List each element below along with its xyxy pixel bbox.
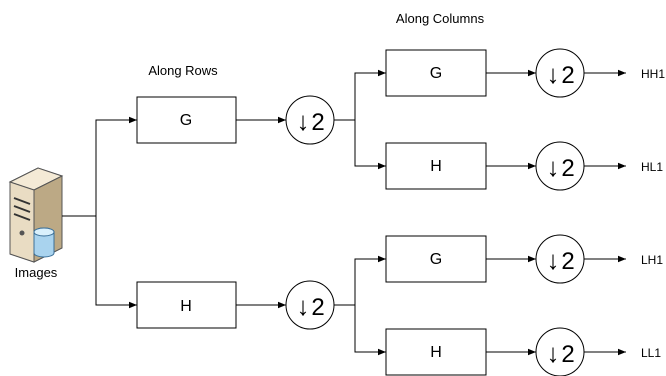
output-ll1-label: LL1 (641, 346, 661, 360)
col-g2-downsampler: ↓ 2 (535, 234, 585, 284)
col-h1-filter-box (385, 142, 487, 190)
col-h2-downsampler: ↓ 2 (535, 327, 585, 376)
row-h-downsampler: ↓ 2 (285, 280, 335, 330)
output-hh1-label: HH1 (641, 67, 665, 81)
downsample-arrow-glyph: ↓ (547, 338, 560, 368)
col-h1-filter-label: H (430, 158, 442, 175)
row-h-filter-label: H (180, 298, 192, 315)
along-columns-label: Along Columns (396, 11, 485, 26)
downsample-factor: 2 (561, 341, 574, 368)
output-lh1-label: LH1 (641, 253, 663, 267)
images-label: Images (15, 265, 58, 280)
col-g2-filter-box (385, 235, 487, 283)
output-hl1-label: HL1 (641, 160, 663, 174)
wire-to-row-g (95, 116, 137, 216)
col-h2-filter-box (385, 328, 487, 376)
wire-to-col-g2 (354, 255, 386, 305)
row-h-filter-box (136, 281, 237, 329)
downsample-arrow-glyph: ↓ (297, 291, 310, 321)
wire-to-col-h1 (354, 120, 386, 170)
downsample-factor: 2 (561, 62, 574, 89)
downsample-arrow-glyph: ↓ (547, 245, 560, 275)
col-h1-downsampler: ↓ 2 (535, 141, 585, 191)
along-rows-label: Along Rows (148, 63, 218, 78)
downsample-arrow-glyph: ↓ (547, 59, 560, 89)
col-g2-filter-label: G (430, 251, 442, 268)
col-g1-filter-label: G (430, 65, 442, 82)
wire-to-col-g1 (354, 69, 386, 120)
downsample-factor: 2 (561, 155, 574, 182)
row-g-filter-box (136, 96, 237, 144)
wire-to-row-h (95, 216, 137, 309)
downsample-factor: 2 (561, 248, 574, 275)
server-database-icon (8, 167, 64, 263)
col-g1-downsampler: ↓ 2 (535, 48, 585, 98)
downsample-factor: 2 (311, 109, 324, 136)
row-g-filter-label: G (180, 112, 192, 129)
downsample-arrow-glyph: ↓ (547, 152, 560, 182)
downsample-factor: 2 (311, 294, 324, 321)
row-g-downsampler: ↓ 2 (285, 95, 335, 145)
col-h2-filter-label: H (430, 344, 442, 361)
wire-to-col-h2 (354, 305, 386, 356)
downsample-arrow-glyph: ↓ (297, 106, 310, 136)
